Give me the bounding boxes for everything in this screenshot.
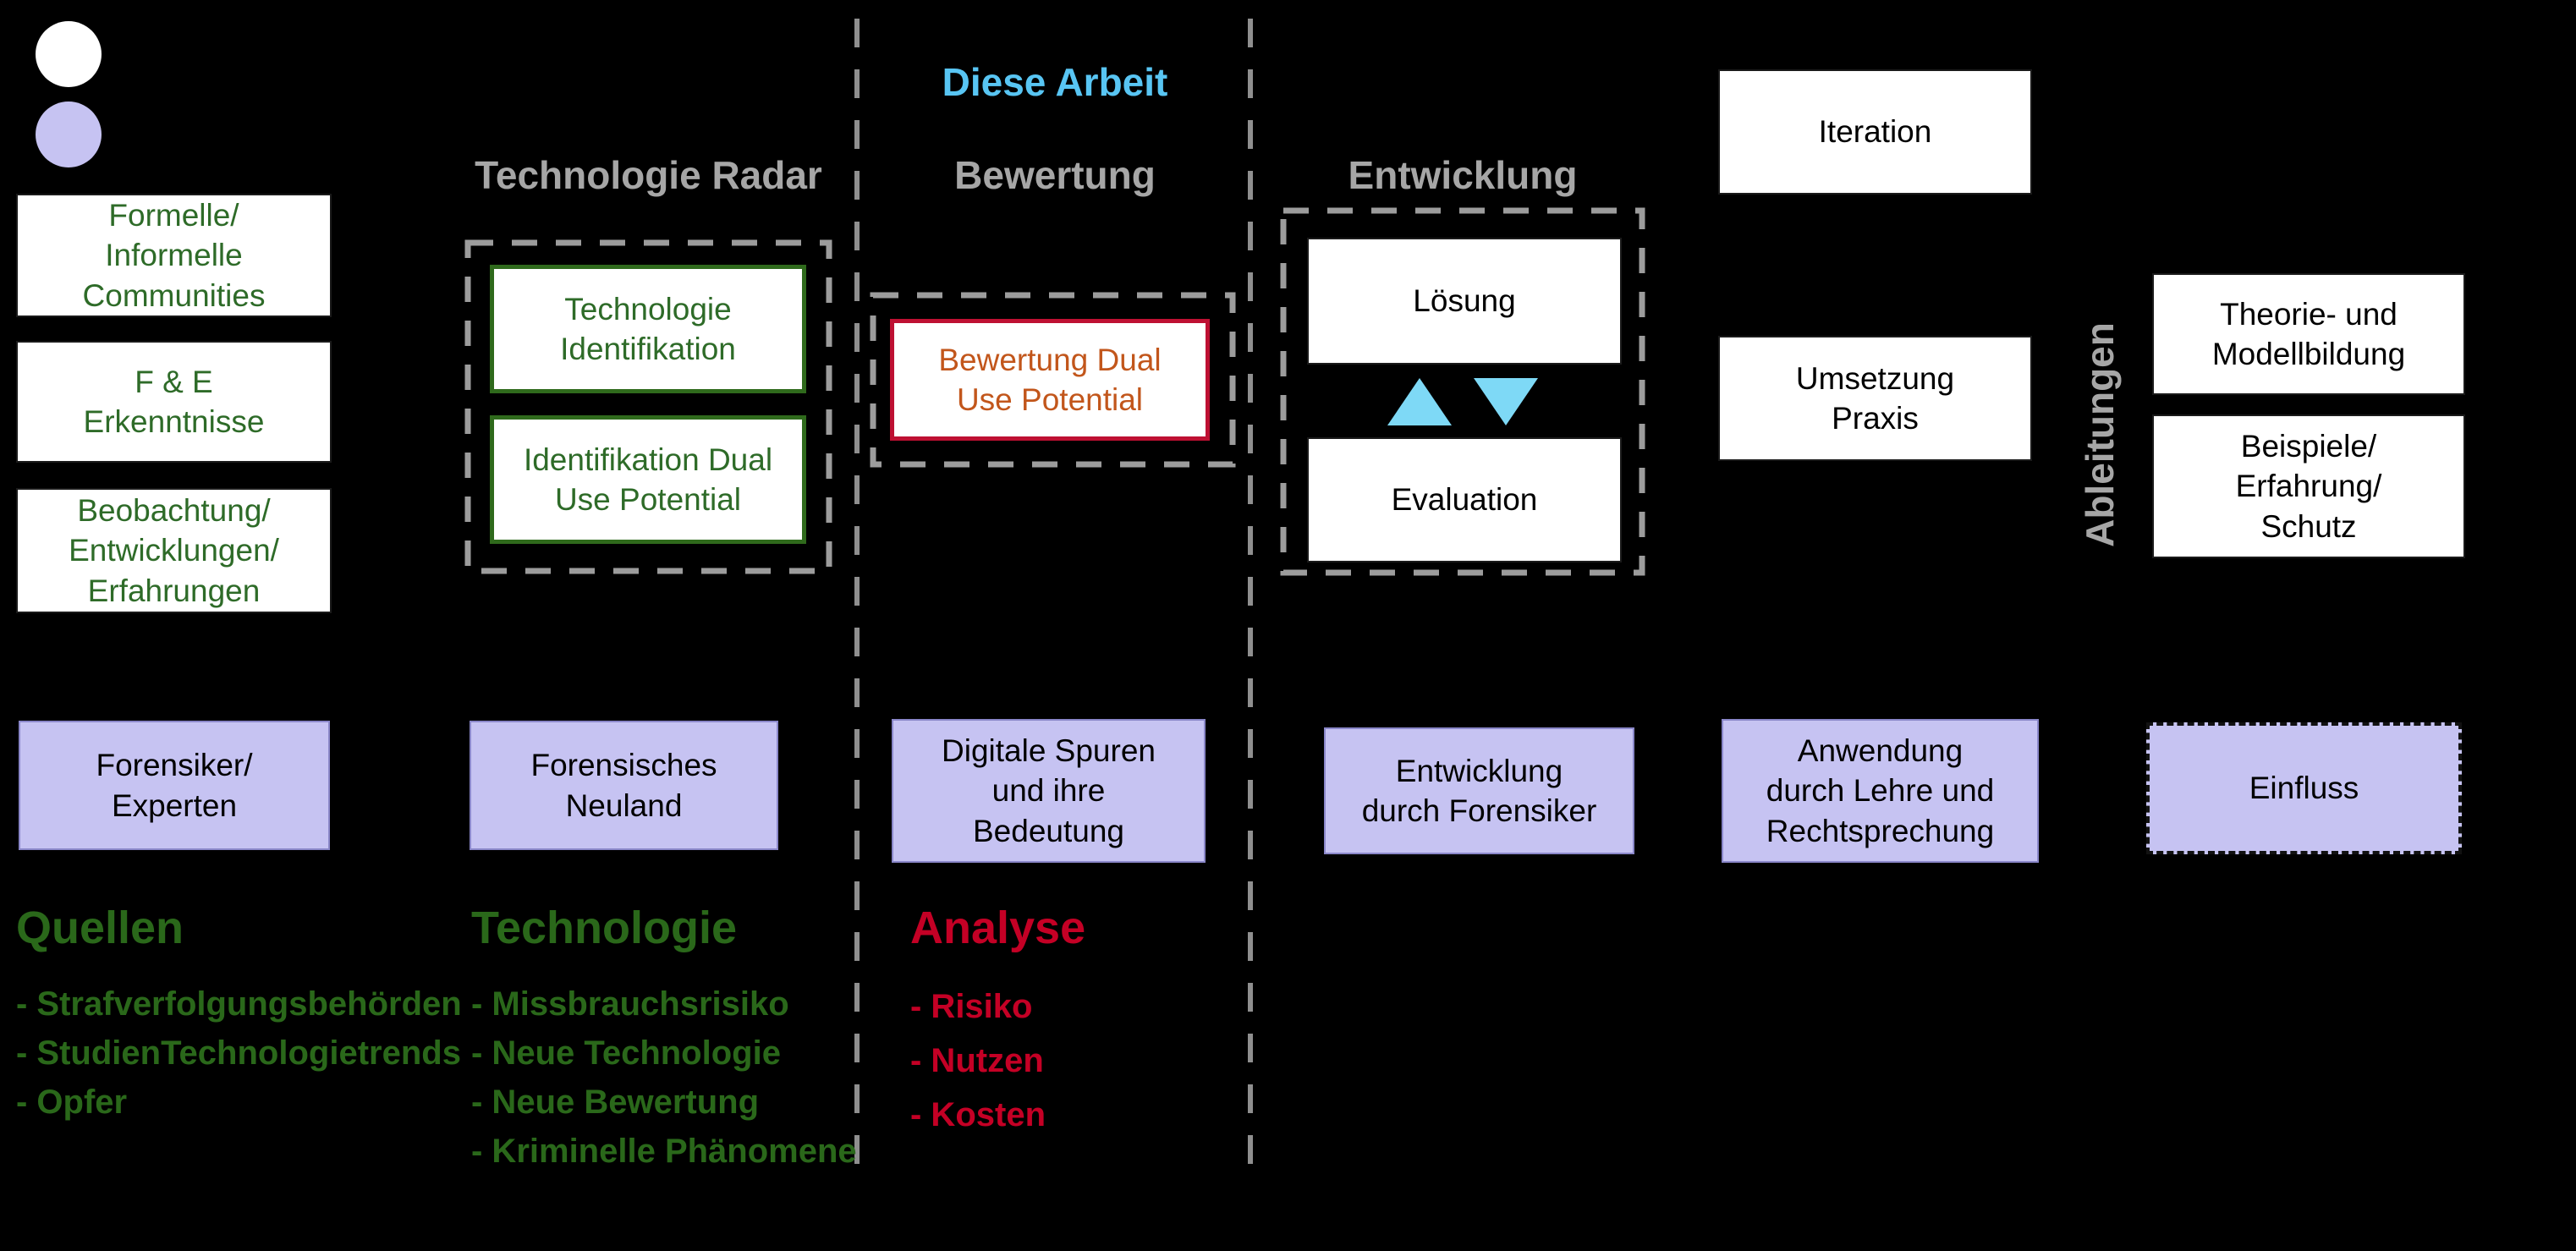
box-beispiele-erfahrung-schutz: Beispiele/ Erfahrung/ Schutz bbox=[2152, 414, 2465, 558]
list-title-analyse: Analyse bbox=[910, 903, 1086, 953]
box-fe-erkenntnisse: F & E Erkenntnisse bbox=[16, 341, 332, 463]
box-einfluss: Einfluss bbox=[2146, 722, 2462, 854]
box-formelle-informelle-communities: Formelle/ Informelle Communities bbox=[16, 194, 332, 317]
header-technologie-radar: Technologie Radar bbox=[475, 153, 822, 197]
list-technologie: Technologie - Missbrauchsrisiko - Neue T… bbox=[471, 902, 860, 1176]
box-iteration: Iteration bbox=[1718, 69, 2032, 195]
list-item: - Opfer bbox=[16, 1084, 128, 1121]
legend-white-circle-icon bbox=[36, 21, 102, 87]
list-item: - Risiko bbox=[910, 988, 1033, 1025]
list-item: - Neue Technologie bbox=[471, 1034, 781, 1072]
list-item: - Kosten bbox=[910, 1096, 1046, 1133]
list-title-quellen: Quellen bbox=[16, 903, 184, 953]
box-digitale-spuren: Digitale Spuren und ihre Bedeutung bbox=[892, 719, 1206, 863]
box-anwendung-lehre-rechtsprechung: Anwendung durch Lehre und Rechtsprechung bbox=[1722, 719, 2039, 863]
up-triangle-icon bbox=[1387, 378, 1452, 425]
box-forensiker-experten: Forensiker/ Experten bbox=[19, 721, 330, 850]
box-theorie-modellbildung: Theorie- und Modellbildung bbox=[2152, 273, 2465, 395]
box-identifikation-dual-use-potential: Identifikation Dual Use Potential bbox=[490, 415, 806, 544]
list-item: - Strafverfolgungsbehörden bbox=[16, 985, 462, 1023]
list-item: - Neue Bewertung bbox=[471, 1084, 760, 1121]
header-diese-arbeit: Diese Arbeit bbox=[942, 60, 1168, 104]
list-quellen: Quellen - Strafverfolgungsbehörden - Stu… bbox=[16, 902, 490, 1127]
header-bewertung: Bewertung bbox=[954, 153, 1156, 197]
list-analyse: Analyse - Risiko - Nutzen - Kosten bbox=[910, 902, 1232, 1142]
box-bewertung-dual-use-potential: Bewertung Dual Use Potential bbox=[890, 319, 1210, 441]
down-triangle-icon bbox=[1474, 378, 1538, 425]
legend-purple-circle-icon bbox=[36, 102, 102, 167]
list-item: - Nutzen bbox=[910, 1042, 1044, 1079]
box-beobachtung-entwicklungen-erfahrungen: Beobachtung/ Entwicklungen/ Erfahrungen bbox=[16, 488, 332, 613]
box-evaluation: Evaluation bbox=[1307, 437, 1622, 562]
list-title-technologie: Technologie bbox=[471, 903, 738, 953]
box-umsetzung-praxis: Umsetzung Praxis bbox=[1718, 336, 2032, 461]
header-entwicklung: Entwicklung bbox=[1348, 153, 1578, 197]
box-loesung: Lösung bbox=[1307, 238, 1622, 365]
box-entwicklung-durch-forensiker: Entwicklung durch Forensiker bbox=[1324, 727, 1634, 854]
list-item: - Kriminelle Phänomene bbox=[471, 1133, 857, 1170]
header-ableitungen: Ableitungen bbox=[2078, 322, 2122, 547]
list-item: - StudienTechnologietrends bbox=[16, 1034, 461, 1072]
list-item: - Missbrauchsrisiko bbox=[471, 985, 789, 1023]
box-technologie-identifikation: Technologie Identifikation bbox=[490, 265, 806, 393]
box-forensisches-neuland: Forensisches Neuland bbox=[470, 721, 778, 850]
